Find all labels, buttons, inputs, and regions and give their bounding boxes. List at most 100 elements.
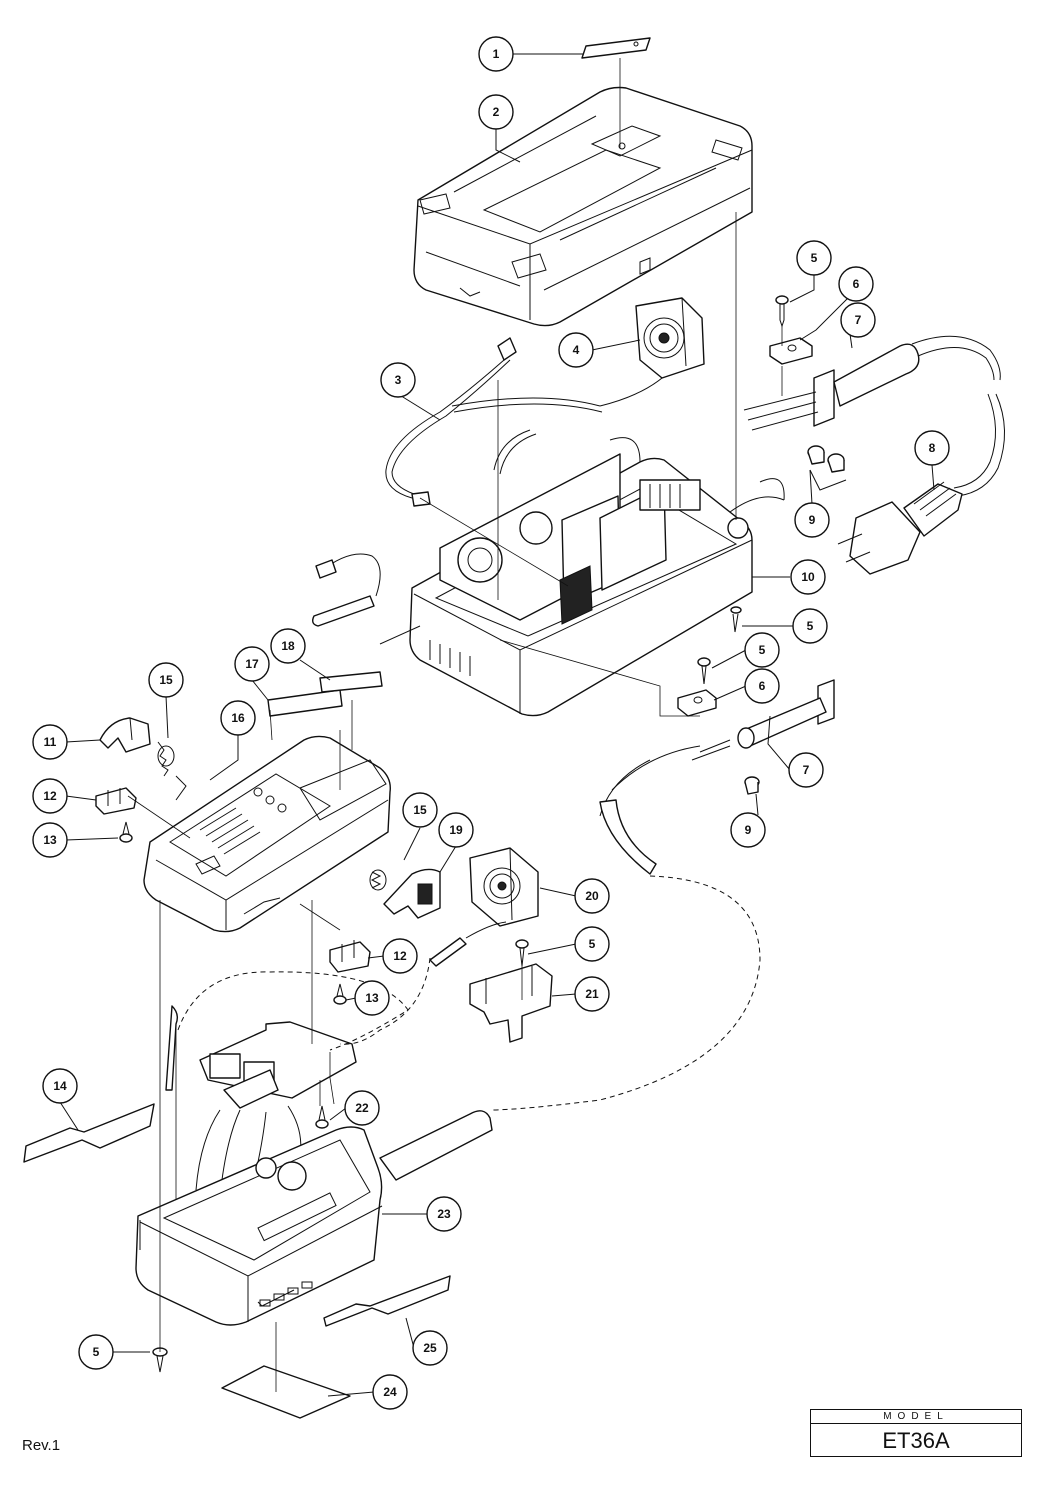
svg-text:13: 13 [43, 833, 57, 847]
part-18-label [319, 671, 383, 693]
svg-text:7: 7 [855, 313, 862, 327]
part-5-screw-mid2 [697, 657, 711, 685]
part-12-clip-left [95, 787, 137, 815]
part-9-bushing-mid [744, 776, 760, 795]
callout: 2 [478, 94, 514, 130]
callout: 21 [574, 976, 610, 1012]
callout: 5 [574, 926, 610, 962]
svg-text:16: 16 [231, 711, 245, 725]
callout: 12 [382, 938, 418, 974]
svg-text:19: 19 [449, 823, 463, 837]
model-box: MODEL ET36A [810, 1409, 1022, 1457]
callout: 3 [380, 362, 416, 398]
callout: 5 [792, 608, 828, 644]
svg-text:15: 15 [413, 803, 427, 817]
svg-text:6: 6 [853, 277, 860, 291]
callout: 22 [344, 1090, 380, 1126]
part-4-fan [599, 297, 705, 407]
callout: 6 [838, 266, 874, 302]
svg-text:2: 2 [493, 105, 500, 119]
dashed-assembly-paths [177, 875, 761, 1111]
svg-text:6: 6 [759, 679, 766, 693]
svg-text:10: 10 [801, 570, 815, 584]
part-15-spring-right [369, 869, 387, 891]
callout: 25 [412, 1330, 448, 1366]
part-1-label [581, 37, 651, 59]
callout: 6 [744, 668, 780, 704]
svg-text:5: 5 [93, 1345, 100, 1359]
part-11-latch [99, 717, 151, 753]
callout: 12 [32, 778, 68, 814]
model-caption: MODEL [811, 1410, 1021, 1424]
svg-text:8: 8 [929, 441, 936, 455]
callout: 1 [478, 36, 514, 72]
callout: 10 [790, 559, 826, 595]
part-7-cord-mid [599, 679, 835, 875]
part-19-latch [383, 868, 441, 919]
svg-text:18: 18 [281, 639, 295, 653]
part-25-label [323, 1275, 451, 1327]
callout: 15 [402, 792, 438, 828]
part-21-fan-holder [469, 963, 553, 1043]
pcb-board [165, 1005, 357, 1197]
callout: 8 [914, 430, 950, 466]
svg-text:7: 7 [803, 763, 810, 777]
part-9-bushings-top [807, 445, 847, 491]
callout: 13 [32, 822, 68, 858]
revision-label: Rev.1 [22, 1437, 61, 1454]
svg-text:24: 24 [383, 1385, 397, 1399]
callout: 4 [558, 332, 594, 368]
assembly-axis-lines [127, 58, 783, 1392]
svg-text:14: 14 [53, 1079, 67, 1093]
callout: 9 [794, 502, 830, 538]
part-23-lower-housing [135, 1110, 493, 1326]
part-12-clip-mid [329, 940, 371, 973]
part-6-cord-clamp-top [769, 337, 813, 365]
callout: 23 [426, 1196, 462, 1232]
part-13-screw-left [119, 821, 133, 843]
callout: 11 [32, 724, 68, 760]
svg-text:15: 15 [159, 673, 173, 687]
svg-text:13: 13 [365, 991, 379, 1005]
callout: 9 [730, 812, 766, 848]
part-17-label [267, 689, 343, 717]
model-name: ET36A [882, 1428, 950, 1453]
callout: 7 [788, 752, 824, 788]
part-20-fan [429, 847, 539, 967]
callout: 7 [840, 302, 876, 338]
svg-text:17: 17 [245, 657, 259, 671]
part-16-upper-case [143, 735, 391, 933]
svg-text:21: 21 [585, 987, 599, 1001]
svg-text:9: 9 [745, 823, 752, 837]
svg-text:5: 5 [807, 619, 814, 633]
svg-text:23: 23 [437, 1207, 451, 1221]
leader-lines [59, 53, 935, 1397]
part-24-label [221, 1365, 351, 1419]
svg-text:3: 3 [395, 373, 402, 387]
svg-text:22: 22 [355, 1101, 369, 1115]
callout: 5 [78, 1334, 114, 1370]
part-5-screw-top [775, 295, 789, 328]
callout: 15 [148, 662, 184, 698]
svg-text:11: 11 [44, 735, 57, 749]
callout: 5 [744, 632, 780, 668]
part-8-plug [837, 393, 1006, 575]
svg-text:1: 1 [493, 47, 500, 61]
svg-text:4: 4 [573, 343, 580, 357]
svg-text:20: 20 [585, 889, 599, 903]
svg-text:9: 9 [809, 513, 816, 527]
part-7-cord-top [743, 335, 1001, 431]
svg-text:25: 25 [423, 1341, 437, 1355]
part-14-label [23, 1103, 155, 1163]
svg-text:5: 5 [589, 937, 596, 951]
callout: 18 [270, 628, 306, 664]
part-22-screw [315, 1105, 329, 1129]
svg-text:5: 5 [811, 251, 818, 265]
svg-text:5: 5 [759, 643, 766, 657]
svg-text:12: 12 [43, 789, 57, 803]
callout: 13 [354, 980, 390, 1016]
callout: 17 [234, 646, 270, 682]
callout: 19 [438, 812, 474, 848]
part-2-top-cover [413, 86, 753, 327]
